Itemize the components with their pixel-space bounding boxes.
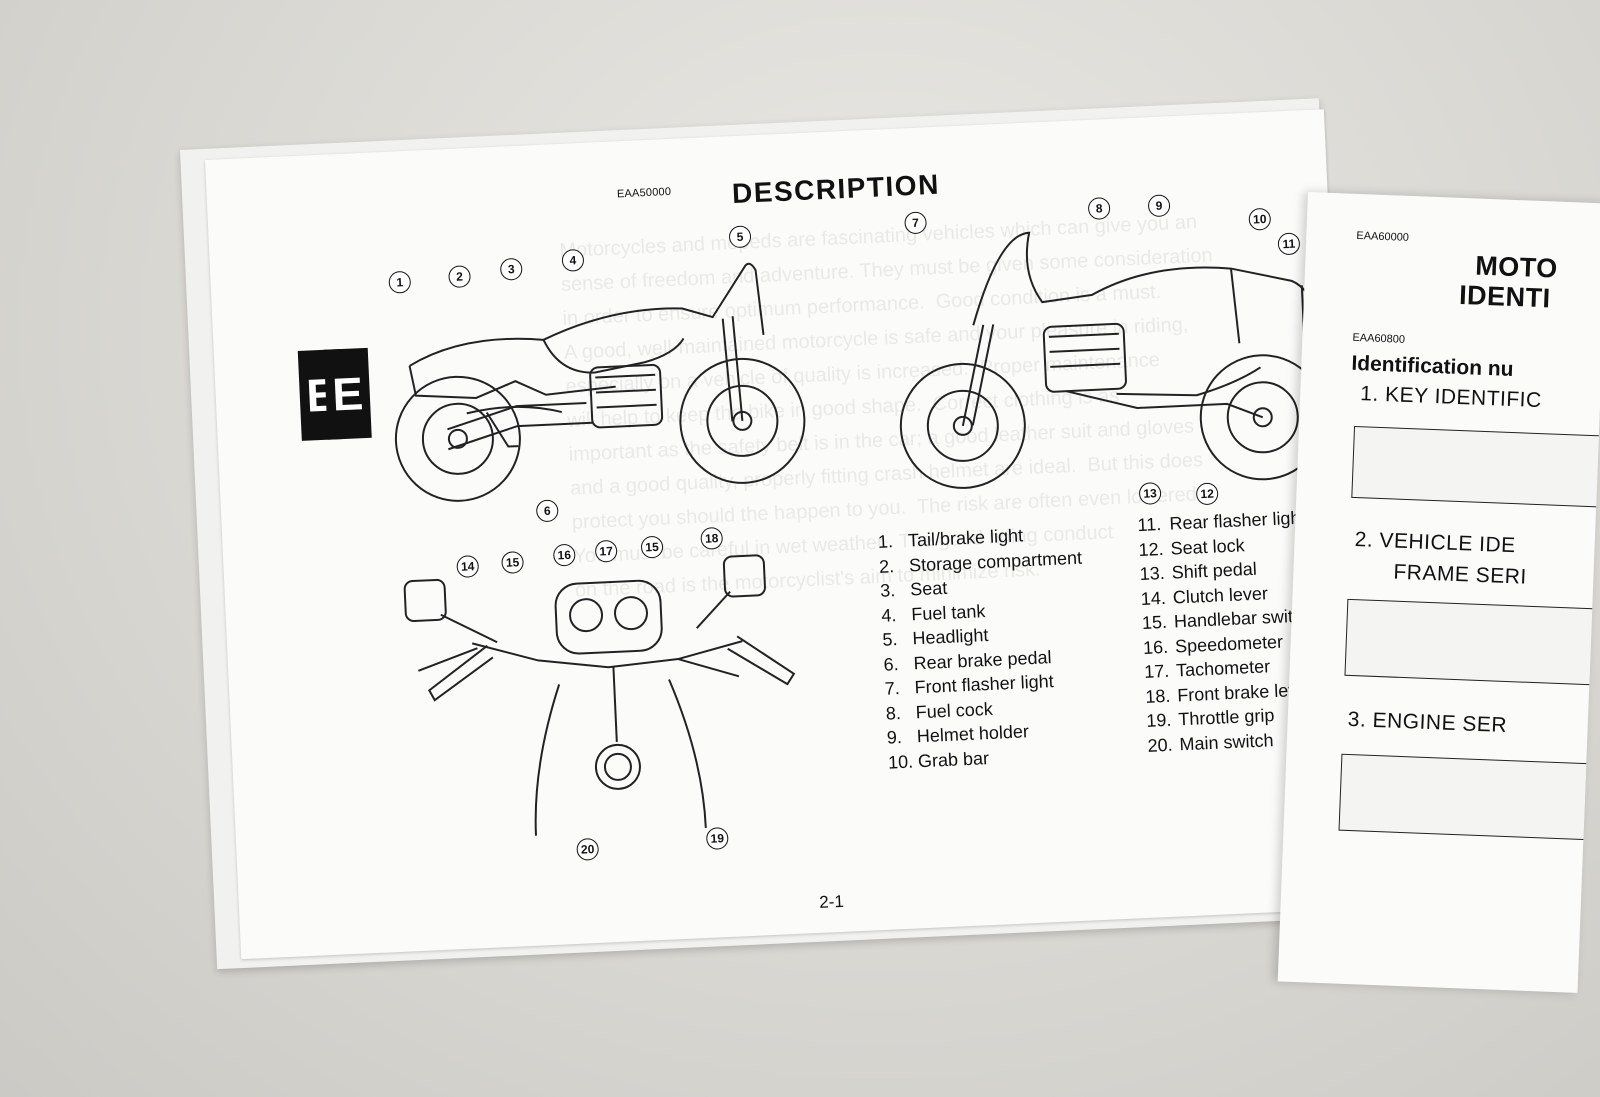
motorcycle-right-side-drawing: [899, 231, 1326, 489]
parts-legend-column-1: 1.Tail/brake light 2.Storage compartment…: [877, 521, 1091, 775]
identification-page: EAA60000 MOTO IDENTI EAA60800 Identifica…: [1277, 192, 1600, 993]
motorcycle-left-side-drawing: [394, 262, 806, 502]
description-page: Motorcycles and mopeds are fascinating v…: [205, 109, 1361, 960]
engine-serial-item: 3. ENGINE SER: [1347, 707, 1508, 738]
key-identification-item: 1. KEY IDENTIFIC: [1359, 382, 1543, 413]
handlebar-drawing: [403, 554, 796, 836]
page-title-line-1: MOTO: [1474, 250, 1559, 284]
vehicle-identification-item: 2. VEHICLE IDE: [1354, 528, 1517, 558]
engine-number-box: [1338, 753, 1600, 841]
frame-number-box: [1344, 598, 1600, 686]
frame-serial-label: FRAME SERI: [1393, 560, 1528, 589]
motorcycle-illustrations: [394, 231, 1326, 836]
page-number: 2-1: [818, 891, 845, 912]
key-number-box: [1351, 425, 1600, 508]
section-heading: Identification nu: [1351, 351, 1514, 382]
page-title-line-2: IDENTI: [1458, 279, 1552, 314]
section-code: EAA60000: [1356, 229, 1410, 244]
section-code: EAA60800: [1352, 331, 1406, 346]
